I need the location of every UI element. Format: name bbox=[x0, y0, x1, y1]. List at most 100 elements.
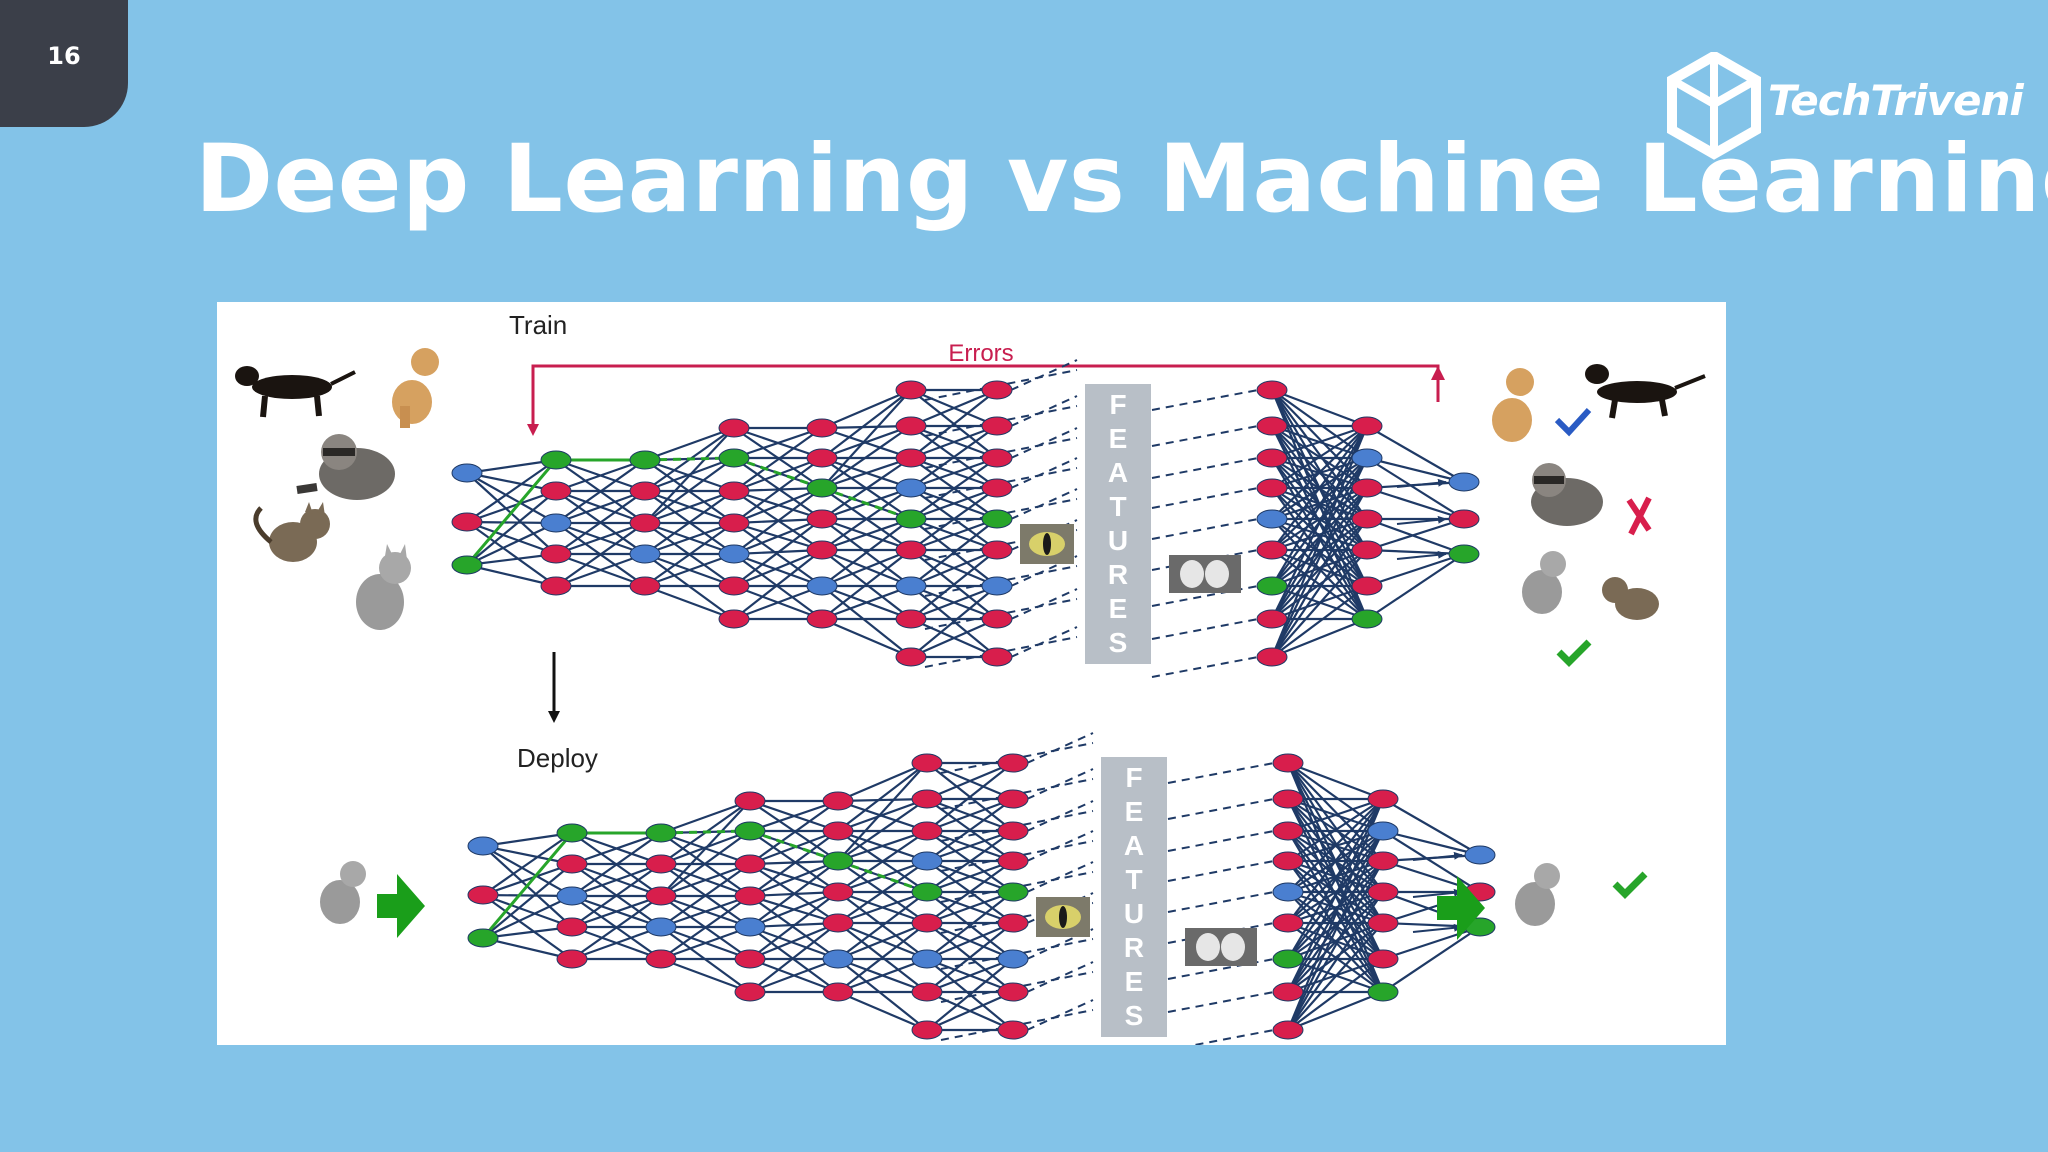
features-letter: S bbox=[1109, 627, 1128, 658]
network-node bbox=[718, 448, 750, 468]
network-edge bbox=[644, 490, 735, 555]
network-node bbox=[895, 448, 927, 468]
green-path-edge bbox=[481, 832, 574, 939]
network-node bbox=[895, 380, 927, 400]
network-edge bbox=[1366, 548, 1465, 556]
network-node bbox=[629, 450, 661, 470]
network-node bbox=[1256, 478, 1288, 498]
feature-edge bbox=[1151, 425, 1259, 447]
network-edge bbox=[660, 830, 751, 897]
network-node bbox=[822, 851, 854, 871]
output-arrow bbox=[1396, 478, 1447, 488]
network-edge bbox=[644, 489, 735, 525]
network-edge bbox=[1287, 860, 1384, 924]
network-node bbox=[997, 753, 1029, 773]
network-edge bbox=[1366, 517, 1465, 552]
network-node bbox=[451, 512, 483, 532]
feature-edge bbox=[1010, 359, 1078, 391]
eye-feature-icon bbox=[1020, 524, 1074, 564]
network-edge bbox=[555, 521, 646, 556]
train-output-images bbox=[1492, 364, 1706, 667]
network-edge bbox=[571, 862, 662, 898]
network-node bbox=[451, 463, 483, 483]
feature-edge bbox=[1151, 656, 1259, 678]
network-edge bbox=[1287, 830, 1384, 1031]
network-node bbox=[806, 540, 838, 560]
output-arrow bbox=[1396, 550, 1447, 560]
network-edge bbox=[749, 830, 839, 897]
network-edge bbox=[733, 518, 823, 587]
network-node bbox=[645, 886, 677, 906]
network-node bbox=[997, 851, 1029, 871]
network-node bbox=[718, 609, 750, 629]
network-nodes bbox=[451, 380, 1480, 667]
network-node bbox=[1351, 509, 1383, 529]
network-node bbox=[895, 509, 927, 529]
network-edge bbox=[821, 389, 912, 459]
network-edge bbox=[837, 830, 928, 893]
network-edge bbox=[1270, 425, 1369, 658]
network-edge bbox=[926, 829, 1014, 863]
feature-edge bbox=[1167, 991, 1275, 1013]
network-node bbox=[629, 576, 661, 596]
network-node bbox=[822, 821, 854, 841]
network-edge bbox=[1287, 890, 1384, 925]
network-edge bbox=[571, 863, 662, 928]
network-edge bbox=[1287, 797, 1384, 833]
network-edge bbox=[644, 426, 735, 462]
output-arrow bbox=[1412, 888, 1463, 898]
network-node bbox=[806, 576, 838, 596]
green-path-edge bbox=[465, 459, 558, 566]
network-edge bbox=[910, 486, 998, 521]
network-edge bbox=[733, 517, 823, 556]
dachshund-icon bbox=[235, 366, 356, 418]
network-node bbox=[1351, 416, 1383, 436]
network-node bbox=[895, 540, 927, 560]
slide-title: Deep Learning vs Machine Learning bbox=[195, 125, 2048, 234]
network-node bbox=[911, 882, 943, 902]
network-edge bbox=[1287, 990, 1384, 1032]
network-node bbox=[997, 821, 1029, 841]
network-edge bbox=[555, 490, 646, 555]
network-node bbox=[1367, 789, 1399, 809]
network-edge bbox=[660, 863, 751, 928]
network-edge bbox=[1287, 798, 1384, 993]
network-edge bbox=[1287, 860, 1384, 993]
network-node bbox=[556, 886, 588, 906]
network-node bbox=[1272, 753, 1304, 773]
features-letter: T bbox=[1125, 864, 1142, 895]
network-edge bbox=[1271, 517, 1368, 552]
network-edge bbox=[821, 549, 912, 620]
network-node bbox=[1272, 913, 1304, 933]
network-node bbox=[997, 789, 1029, 809]
feature-edge bbox=[1026, 768, 1094, 800]
network-edge bbox=[555, 458, 646, 493]
network-node bbox=[718, 576, 750, 596]
network-edge bbox=[837, 957, 928, 994]
network-edge bbox=[821, 424, 912, 460]
network-node bbox=[645, 823, 677, 843]
deploy-input-arrow-icon bbox=[377, 874, 425, 938]
feature-edge bbox=[1026, 830, 1094, 862]
output-arrow bbox=[1396, 515, 1447, 525]
network-node bbox=[997, 882, 1029, 902]
network-edge bbox=[910, 518, 998, 587]
network-edge bbox=[660, 895, 751, 960]
network-node bbox=[1272, 1020, 1304, 1040]
network-node bbox=[645, 917, 677, 937]
network-edge bbox=[1366, 486, 1465, 521]
network-node bbox=[467, 836, 499, 856]
network-node bbox=[556, 917, 588, 937]
network-edge bbox=[910, 548, 998, 588]
network-edge bbox=[749, 799, 839, 833]
network-edge bbox=[1287, 798, 1384, 893]
network-edge bbox=[1287, 860, 1384, 1031]
network-edge bbox=[466, 490, 557, 566]
network-edge bbox=[482, 936, 573, 961]
features-letter: A bbox=[1124, 830, 1144, 861]
feature-edge bbox=[1026, 999, 1094, 1031]
network-edge bbox=[926, 797, 1014, 833]
network-edge bbox=[1271, 425, 1368, 489]
network-node bbox=[1367, 821, 1399, 841]
